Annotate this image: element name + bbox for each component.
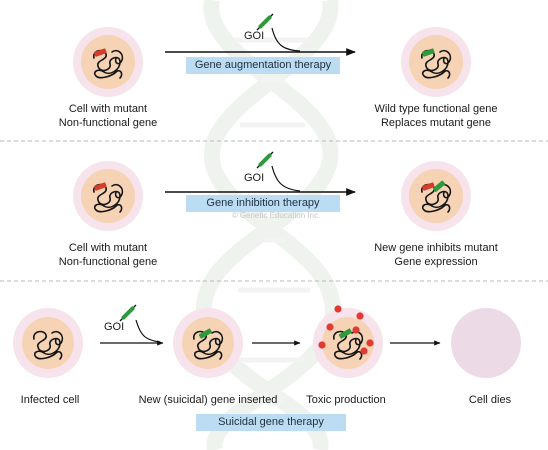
goi-label: GOI	[104, 321, 125, 333]
infected-cell	[13, 308, 83, 378]
goi-label: GOI	[244, 172, 265, 184]
left-caption: Cell with mutant Non-functional gene	[59, 102, 157, 130]
toxic-production-cell	[313, 305, 383, 378]
mutant-cell	[73, 161, 143, 231]
inhibited-cell	[401, 161, 471, 231]
section-inhibition	[73, 151, 471, 231]
caption-line: Non-functional gene	[58, 256, 158, 268]
mutant-gene	[94, 48, 107, 57]
caption-infected-cell: Infected cell	[20, 394, 80, 406]
section-suicidal	[13, 304, 521, 378]
caption-line: New gene inhibits mutant	[374, 242, 498, 254]
dead-cell	[451, 308, 521, 378]
therapy-label-inhibition: Gene inhibition therapy	[186, 195, 340, 212]
right-caption: Wild type functional gene Replaces mutan…	[375, 102, 498, 130]
caption-line: Cell with mutant	[68, 242, 148, 254]
goi-insertion-curve	[271, 27, 301, 52]
caption-gene-inserted: New (suicidal) gene inserted	[138, 394, 278, 406]
watermark-credit: © Genetic Education Inc.	[231, 211, 321, 220]
toxin-dots	[318, 305, 374, 355]
mutant-gene	[422, 182, 435, 191]
mutant-cell	[73, 27, 143, 97]
caption-cell-dies: Cell dies	[468, 394, 512, 406]
goi-insertion-curve	[271, 165, 301, 192]
right-caption: New gene inhibits mutant Gene expression	[374, 241, 498, 269]
functional-cell	[401, 27, 471, 97]
therapy-label-suicidal: Suicidal gene therapy	[196, 414, 346, 431]
goi-label: GOI	[244, 30, 265, 42]
caption-line: Wild type functional gene	[374, 103, 498, 115]
goi-insertion-curve	[135, 319, 161, 343]
suicidal-gene	[338, 328, 352, 339]
caption-line: Non-functional gene	[58, 117, 158, 129]
inhibitor-gene	[432, 180, 446, 193]
gene-of-interest-vector	[256, 151, 274, 169]
suicidal-gene	[198, 328, 212, 339]
gene-of-interest-vector	[119, 304, 137, 322]
left-caption: Cell with mutant Non-functional gene	[59, 241, 157, 269]
section-augmentation	[73, 13, 471, 97]
caption-line: Cell with mutant	[68, 103, 148, 115]
caption-toxic-production: Toxic production	[306, 394, 386, 406]
gene-of-interest-vector	[256, 13, 274, 31]
mutant-gene	[94, 182, 107, 191]
gene-inserted-cell	[173, 308, 243, 378]
functional-gene	[422, 48, 435, 57]
caption-line: Gene expression	[394, 256, 478, 268]
caption-line: Replaces mutant gene	[380, 117, 492, 129]
therapy-label-augmentation: Gene augmentation therapy	[186, 57, 340, 74]
